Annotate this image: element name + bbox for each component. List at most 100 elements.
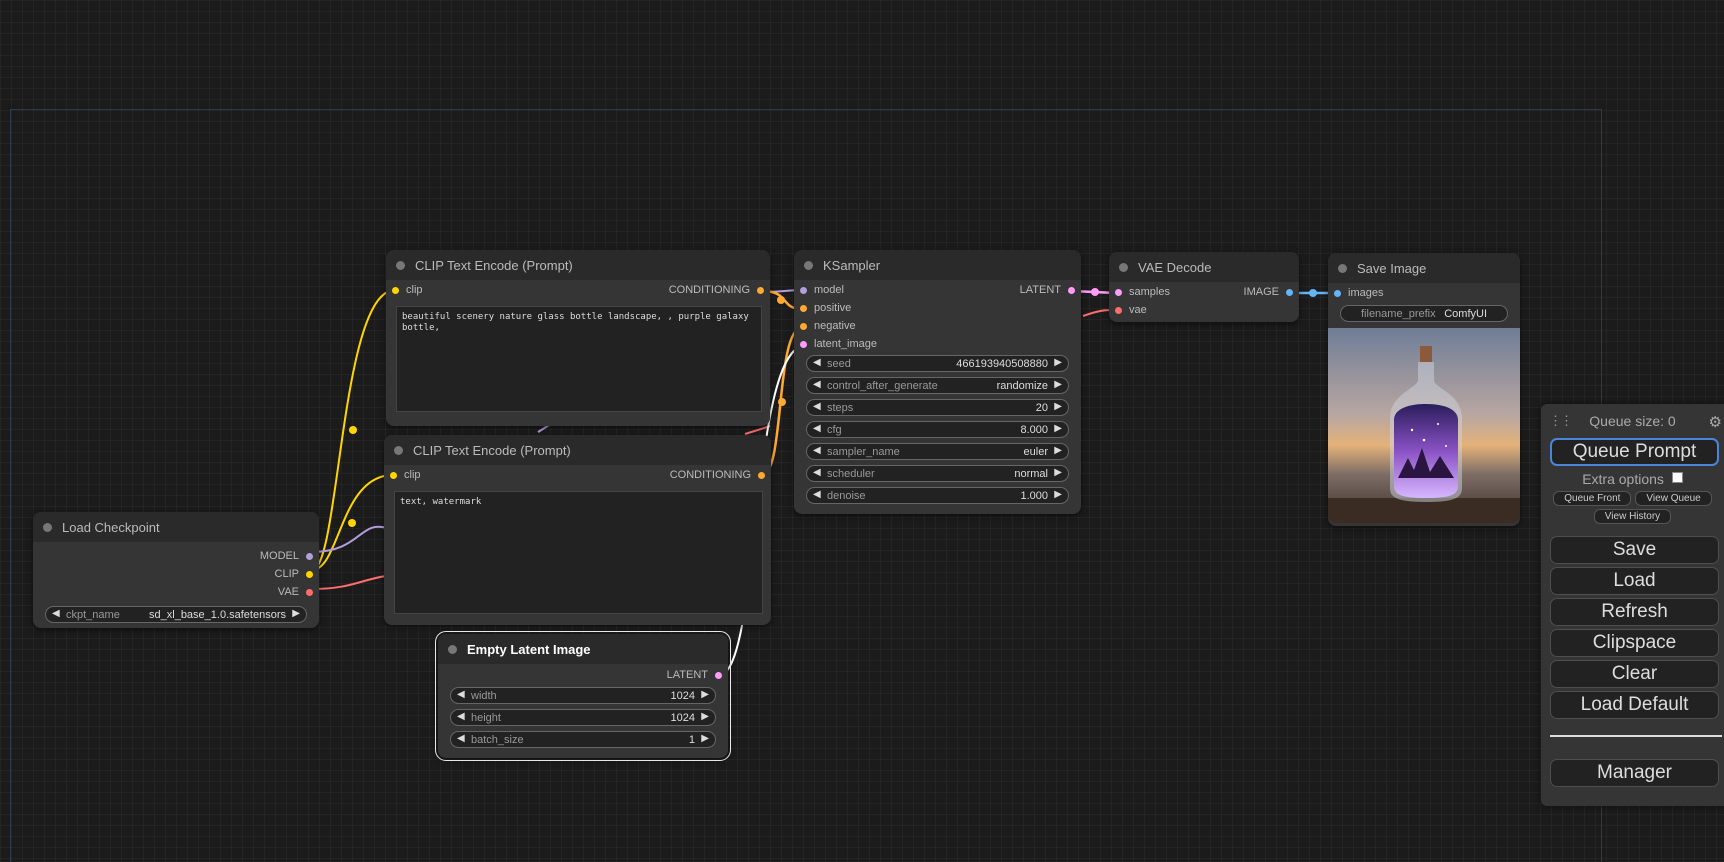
output-image-preview[interactable] <box>1328 328 1520 523</box>
slot-row[interactable]: clip CONDITIONING <box>384 467 771 485</box>
load-button[interactable]: Load <box>1550 567 1719 595</box>
queue-front-button[interactable]: Queue Front <box>1553 491 1632 506</box>
vae-decode-node[interactable]: VAE Decode samples IMAGE vae <box>1109 252 1299 322</box>
collapse-dot[interactable] <box>1338 263 1347 273</box>
decrement-arrow-icon[interactable]: ◀ <box>457 733 465 744</box>
widget-scheduler[interactable]: ◀ scheduler normal ▶ <box>806 465 1069 482</box>
slot-connector[interactable] <box>1068 287 1075 294</box>
clip-text-encode-positive-node[interactable]: CLIP Text Encode (Prompt) clip CONDITION… <box>386 250 770 426</box>
node-title-bar[interactable]: VAE Decode <box>1109 252 1299 282</box>
widget-filename-prefix[interactable]: filename_prefix ComfyUI <box>1340 305 1508 322</box>
node-title-bar[interactable]: CLIP Text Encode (Prompt) <box>384 435 771 465</box>
node-title-bar[interactable]: KSampler <box>794 250 1081 280</box>
input-slot-images[interactable]: images <box>1328 285 1520 303</box>
node-title-bar[interactable]: Save Image <box>1328 253 1520 283</box>
output-slot-vae[interactable]: VAE <box>33 584 319 602</box>
decrement-arrow-icon[interactable]: ◀ <box>813 467 821 478</box>
decrement-arrow-icon[interactable]: ◀ <box>813 357 821 368</box>
collapse-dot[interactable] <box>396 260 405 270</box>
widget-batch-size[interactable]: ◀ batch_size 1 ▶ <box>450 731 716 748</box>
slot-connector[interactable] <box>800 341 807 348</box>
slot-connector[interactable] <box>1115 307 1122 314</box>
decrement-arrow-icon[interactable]: ◀ <box>813 489 821 500</box>
increment-arrow-icon[interactable]: ▶ <box>701 733 709 744</box>
empty-latent-image-node[interactable]: Empty Latent Image LATENT ◀ width 1024 ▶… <box>435 631 731 761</box>
widget-sampler-name[interactable]: ◀ sampler_name euler ▶ <box>806 443 1069 460</box>
input-slot-latent-image[interactable]: latent_image <box>794 336 1081 354</box>
clear-button[interactable]: Clear <box>1550 660 1719 688</box>
increment-arrow-icon[interactable]: ▶ <box>701 711 709 722</box>
slot-connector[interactable] <box>800 287 807 294</box>
input-slot-model[interactable]: model LATENT <box>794 282 1081 300</box>
manager-button[interactable]: Manager <box>1550 759 1719 787</box>
slot-connector[interactable] <box>306 571 313 578</box>
slot-connector[interactable] <box>800 305 807 312</box>
input-slot-vae[interactable]: vae <box>1109 302 1299 320</box>
gear-icon[interactable]: ⚙ <box>1708 414 1722 431</box>
prompt-textarea[interactable]: text, watermark <box>394 491 763 614</box>
widget-width[interactable]: ◀ width 1024 ▶ <box>450 687 716 704</box>
increment-arrow-icon[interactable]: ▶ <box>701 689 709 700</box>
slot-connector[interactable] <box>306 553 313 560</box>
output-slot-model[interactable]: MODEL <box>33 548 319 566</box>
input-slot-samples[interactable]: samples IMAGE <box>1109 284 1299 302</box>
input-slot-negative[interactable]: negative <box>794 318 1081 336</box>
slot-connector[interactable] <box>715 672 722 679</box>
widget-steps[interactable]: ◀ steps 20 ▶ <box>806 399 1069 416</box>
widget-control-after-generate[interactable]: ◀ control_after_generate randomize ▶ <box>806 377 1069 394</box>
increment-arrow-icon[interactable]: ▶ <box>1054 423 1062 434</box>
extra-options-checkbox[interactable] <box>1671 472 1683 483</box>
slot-connector[interactable] <box>758 472 765 479</box>
increment-arrow-icon[interactable]: ▶ <box>1054 379 1062 390</box>
decrement-arrow-icon[interactable]: ◀ <box>813 423 821 434</box>
decrement-arrow-icon[interactable]: ◀ <box>813 401 821 412</box>
ksampler-node[interactable]: KSampler model LATENT positive negative … <box>794 250 1081 514</box>
increment-arrow-icon[interactable]: ▶ <box>1054 357 1062 368</box>
increment-arrow-icon[interactable]: ▶ <box>1054 445 1062 456</box>
input-slot-positive[interactable]: positive <box>794 300 1081 318</box>
widget-ckpt-name[interactable]: ◀ ckpt_name sd_xl_base_1.0.safetensors ▶ <box>45 606 307 623</box>
increment-arrow-icon[interactable]: ▶ <box>1054 489 1062 500</box>
decrement-arrow-icon[interactable]: ◀ <box>457 711 465 722</box>
output-slot-clip[interactable]: CLIP <box>33 566 319 584</box>
drag-handle-icon[interactable]: ⋮⋮ <box>1549 413 1573 428</box>
slot-row[interactable]: clip CONDITIONING <box>386 282 770 300</box>
increment-arrow-icon[interactable]: ▶ <box>1054 401 1062 412</box>
decrement-arrow-icon[interactable]: ◀ <box>813 445 821 456</box>
refresh-button[interactable]: Refresh <box>1550 598 1719 626</box>
widget-denoise[interactable]: ◀ denoise 1.000 ▶ <box>806 487 1069 504</box>
slot-connector[interactable] <box>1115 289 1122 296</box>
decrement-arrow-icon[interactable]: ◀ <box>813 379 821 390</box>
slot-connector[interactable] <box>390 472 397 479</box>
decrement-arrow-icon[interactable]: ◀ <box>52 608 60 619</box>
save-button[interactable]: Save <box>1550 536 1719 564</box>
load-default-button[interactable]: Load Default <box>1550 691 1719 719</box>
node-title-bar[interactable]: CLIP Text Encode (Prompt) <box>386 250 770 280</box>
slot-connector[interactable] <box>757 287 764 294</box>
collapse-dot[interactable] <box>1119 262 1128 272</box>
widget-seed[interactable]: ◀ seed 466193940508880 ▶ <box>806 355 1069 372</box>
increment-arrow-icon[interactable]: ▶ <box>292 608 300 619</box>
queue-prompt-button[interactable]: Queue Prompt <box>1550 438 1719 466</box>
node-title-bar[interactable]: Empty Latent Image <box>438 634 728 664</box>
load-checkpoint-node[interactable]: Load Checkpoint MODEL CLIP VAE ◀ ckpt_na… <box>33 512 319 628</box>
save-image-node[interactable]: Save Image images filename_prefix ComfyU… <box>1328 253 1520 526</box>
widget-height[interactable]: ◀ height 1024 ▶ <box>450 709 716 726</box>
slot-connector[interactable] <box>1334 290 1341 297</box>
collapse-dot[interactable] <box>448 644 457 654</box>
collapse-dot[interactable] <box>804 260 813 270</box>
view-history-button[interactable]: View History <box>1593 509 1672 524</box>
node-title-bar[interactable]: Load Checkpoint <box>33 512 319 542</box>
increment-arrow-icon[interactable]: ▶ <box>1054 467 1062 478</box>
output-slot-latent[interactable]: LATENT <box>438 667 728 685</box>
view-queue-button[interactable]: View Queue <box>1635 491 1712 506</box>
collapse-dot[interactable] <box>43 522 52 532</box>
slot-connector[interactable] <box>392 287 399 294</box>
prompt-textarea[interactable]: beautiful scenery nature glass bottle la… <box>396 306 762 412</box>
slot-connector[interactable] <box>306 589 313 596</box>
clipspace-button[interactable]: Clipspace <box>1550 629 1719 657</box>
collapse-dot[interactable] <box>394 445 403 455</box>
decrement-arrow-icon[interactable]: ◀ <box>457 689 465 700</box>
widget-cfg[interactable]: ◀ cfg 8.000 ▶ <box>806 421 1069 438</box>
clip-text-encode-negative-node[interactable]: CLIP Text Encode (Prompt) clip CONDITION… <box>384 435 771 625</box>
